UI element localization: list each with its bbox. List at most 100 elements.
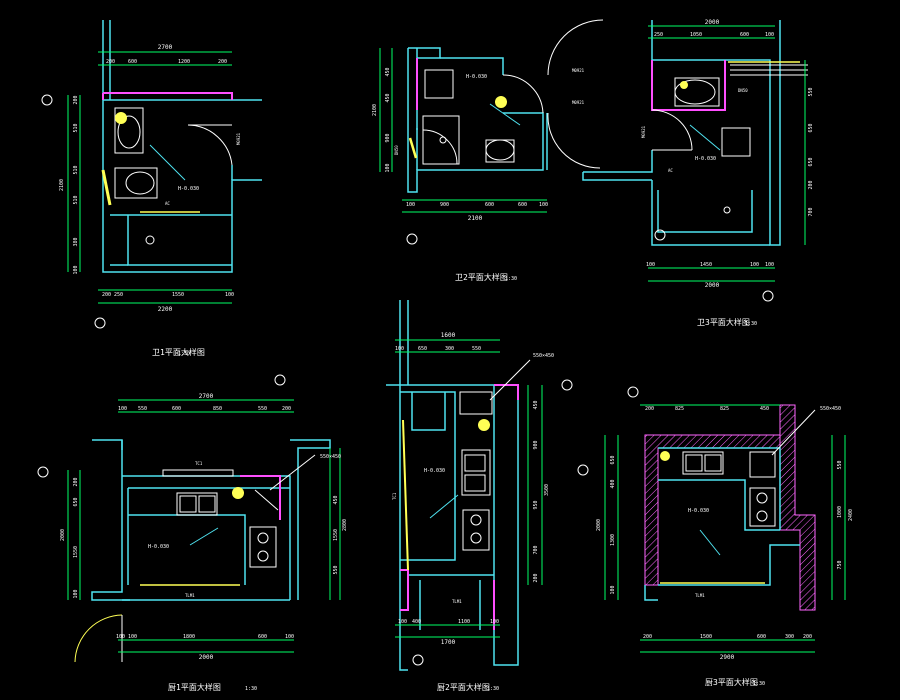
w3-dimensions <box>648 25 806 282</box>
w3-dim-top-0: 250 <box>654 32 663 38</box>
w3-rail-label: DN50 <box>738 88 748 93</box>
w1-dim-left-5: 100 <box>73 265 79 274</box>
c1-dim-top-total: 2700 <box>199 393 214 400</box>
w2-dim-left-1: 450 <box>385 93 391 102</box>
w2-dim-bottom-4: 100 <box>539 202 548 208</box>
w3-dim-right-0: 550 <box>808 87 814 96</box>
w3-floor-drain <box>680 81 688 89</box>
c3-scale: 1:30 <box>753 681 765 687</box>
c3-walls <box>644 447 800 601</box>
c2-callout: 550×450 <box>533 353 554 359</box>
c3-floor-drain <box>660 451 670 461</box>
w1-dim-bottom-0: 200 <box>102 292 111 298</box>
w1-scale: 1:30 <box>178 351 190 357</box>
c3-dim-top-0: 200 <box>645 406 654 412</box>
w3-dim-right-1: 650 <box>808 123 814 132</box>
w3-door-swing <box>651 109 693 151</box>
c2-level: H-0.030 <box>424 468 445 474</box>
c1-level: H-0.030 <box>148 544 169 550</box>
c3-grid-bubble-a <box>577 464 589 476</box>
c2-dim-bottom-0: 100 <box>398 619 407 625</box>
w2-title: 卫2平面大样图 <box>455 272 508 282</box>
plan-w2: 100 900 600 600 100 2100 2100 450 450 90… <box>372 19 604 282</box>
w1-door-swing <box>187 124 233 166</box>
c3-dim-right-1: 1000 <box>837 506 843 518</box>
w1-slope-arrow <box>149 144 186 181</box>
w1-partition <box>102 92 233 100</box>
c3-dim-left-1: 400 <box>610 479 616 488</box>
w1-dim-left-3: 510 <box>73 195 79 204</box>
w3-partition <box>651 60 726 111</box>
w3-dim-top-3: 100 <box>765 32 774 38</box>
c1-grid-bubble-a <box>37 466 49 478</box>
c3-fixtures <box>682 451 776 527</box>
w2-dim-bottom-1: 900 <box>440 202 449 208</box>
c2-dim-bottom-total: 1700 <box>441 639 456 646</box>
c1-dim-top-2: 600 <box>172 406 181 412</box>
c1-dim-top-1: 550 <box>138 406 147 412</box>
w2-slope-arrow <box>489 103 521 126</box>
w3-dim-bottom-1: 1450 <box>700 262 712 268</box>
c3-level: H-0.030 <box>688 508 709 514</box>
w3-dim-top-2: 600 <box>740 32 749 38</box>
c1-dim-top-4: 550 <box>258 406 267 412</box>
w1-dim-left-2: 510 <box>73 165 79 174</box>
c3-callout: 550×450 <box>820 406 841 412</box>
w1-dim-left-4: 380 <box>73 237 79 246</box>
c1-dim-left-2: 1550 <box>73 546 79 558</box>
w1-dim-bottom-2: 1550 <box>172 292 184 298</box>
w1-grid-bubble-b <box>94 317 106 329</box>
c3-dim-right-2: 750 <box>837 560 843 569</box>
c1-dim-bottom-1: 100 <box>128 634 137 640</box>
plan-c3: 200 825 825 450 200 1500 600 300 200 290… <box>577 386 854 687</box>
w3-scale: 1:30 <box>745 321 757 327</box>
w2-door-swing <box>502 74 544 114</box>
w3-slope-arrow <box>689 124 721 151</box>
c3-dim-right-total: 2400 <box>848 509 854 521</box>
w1-walls <box>102 20 262 273</box>
c2-dimensions <box>395 339 543 638</box>
w2-grid-bubble <box>406 233 418 245</box>
c1-window-label: TC1 <box>195 461 203 466</box>
w2-door-swing-2 <box>547 19 604 76</box>
w2-rail-label: DN50 <box>394 145 399 155</box>
c2-floor-drain <box>478 419 490 431</box>
c1-fixtures <box>176 489 279 568</box>
c1-window <box>162 469 234 477</box>
c2-door-label: TLM1 <box>452 599 462 604</box>
w3-level: H-0.030 <box>695 156 716 162</box>
c1-door-swing <box>74 614 123 663</box>
c2-dim-top-1: 650 <box>418 346 427 352</box>
c1-dim-bottom-total: 2000 <box>199 654 214 661</box>
c2-dim-right-1: 900 <box>533 440 539 449</box>
w1-dim-bottom-total: 2200 <box>158 306 173 313</box>
c2-grid-bubble-b <box>412 654 424 666</box>
c1-dim-right-total: 2800 <box>342 519 348 531</box>
w3-dim-bottom-0: 100 <box>646 262 655 268</box>
c1-dim-left-total: 2000 <box>60 529 66 541</box>
w1-fixtures <box>114 107 158 245</box>
c2-dim-bottom-2: 1100 <box>458 619 470 625</box>
c2-fixtures <box>459 391 493 551</box>
w1-level: H-0.030 <box>178 186 199 192</box>
plan-c1: 2700 100 550 600 850 550 200 100 100 180… <box>37 374 348 692</box>
c3-dim-top-1: 825 <box>675 406 684 412</box>
w3-door-label: M0921 <box>641 125 646 138</box>
w1-door-label: M0921 <box>236 132 241 145</box>
c2-window-label: TC1 <box>392 492 397 500</box>
c1-dim-right-0: 450 <box>333 495 339 504</box>
w3-dim-bottom-2: 100 <box>750 262 759 268</box>
c3-dim-top-2: 825 <box>720 406 729 412</box>
w2-dimensions <box>379 48 547 213</box>
c2-partition <box>400 384 519 630</box>
w2-dim-left-2: 900 <box>385 133 391 142</box>
w2-level: H-0.030 <box>466 74 487 80</box>
w2-fixtures <box>422 69 515 165</box>
c3-dim-bottom-total: 2900 <box>720 654 735 661</box>
c3-dim-bottom-0: 200 <box>643 634 652 640</box>
c1-scale: 1:30 <box>245 686 257 692</box>
w3-fixtures <box>674 64 808 214</box>
w1-dim-left-1: 510 <box>73 123 79 132</box>
c3-dim-left-3: 100 <box>610 585 616 594</box>
